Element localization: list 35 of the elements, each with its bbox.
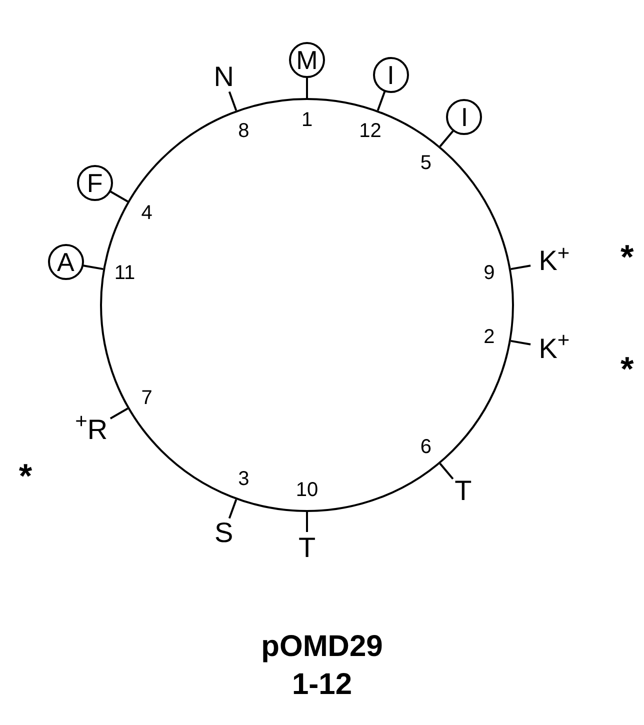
residue-letter: T [454,477,472,506]
position-number: 2 [484,327,495,348]
tick-line [510,264,531,270]
tick-line [228,91,238,111]
position-number: 4 [141,202,152,222]
residue-letter: T [298,534,316,562]
tick-line [228,499,238,519]
asterisk: * [18,459,32,493]
position-number: 10 [296,480,318,500]
position-number: 5 [420,153,432,174]
tick-line [306,512,308,532]
residue-letter: S [214,519,234,548]
tick-line [439,462,454,480]
position-number: 1 [301,110,313,130]
position-number: 9 [484,262,495,283]
tick-line [110,408,128,420]
position-number: 11 [114,262,136,283]
residue-letter: $^{+}$R [75,416,108,444]
asterisk: * [620,352,634,387]
position-number: 3 [238,468,250,489]
tick-line [306,78,308,98]
tick-line [83,264,104,270]
tick-line [110,190,128,202]
residue-letter: K$^{+}$ [538,334,570,363]
residue-letter: K$^{+}$ [538,247,570,276]
asterisk: * [620,240,634,274]
position-number: 8 [238,121,250,142]
position-number: 7 [141,388,152,408]
tick-line [510,340,531,346]
position-number: 12 [359,121,382,142]
residue-letter: N [214,62,234,91]
position-number: 6 [420,436,432,457]
tick-line [376,91,386,111]
tick-line [439,130,454,148]
caption: pOMD29 1-12 [261,629,383,703]
